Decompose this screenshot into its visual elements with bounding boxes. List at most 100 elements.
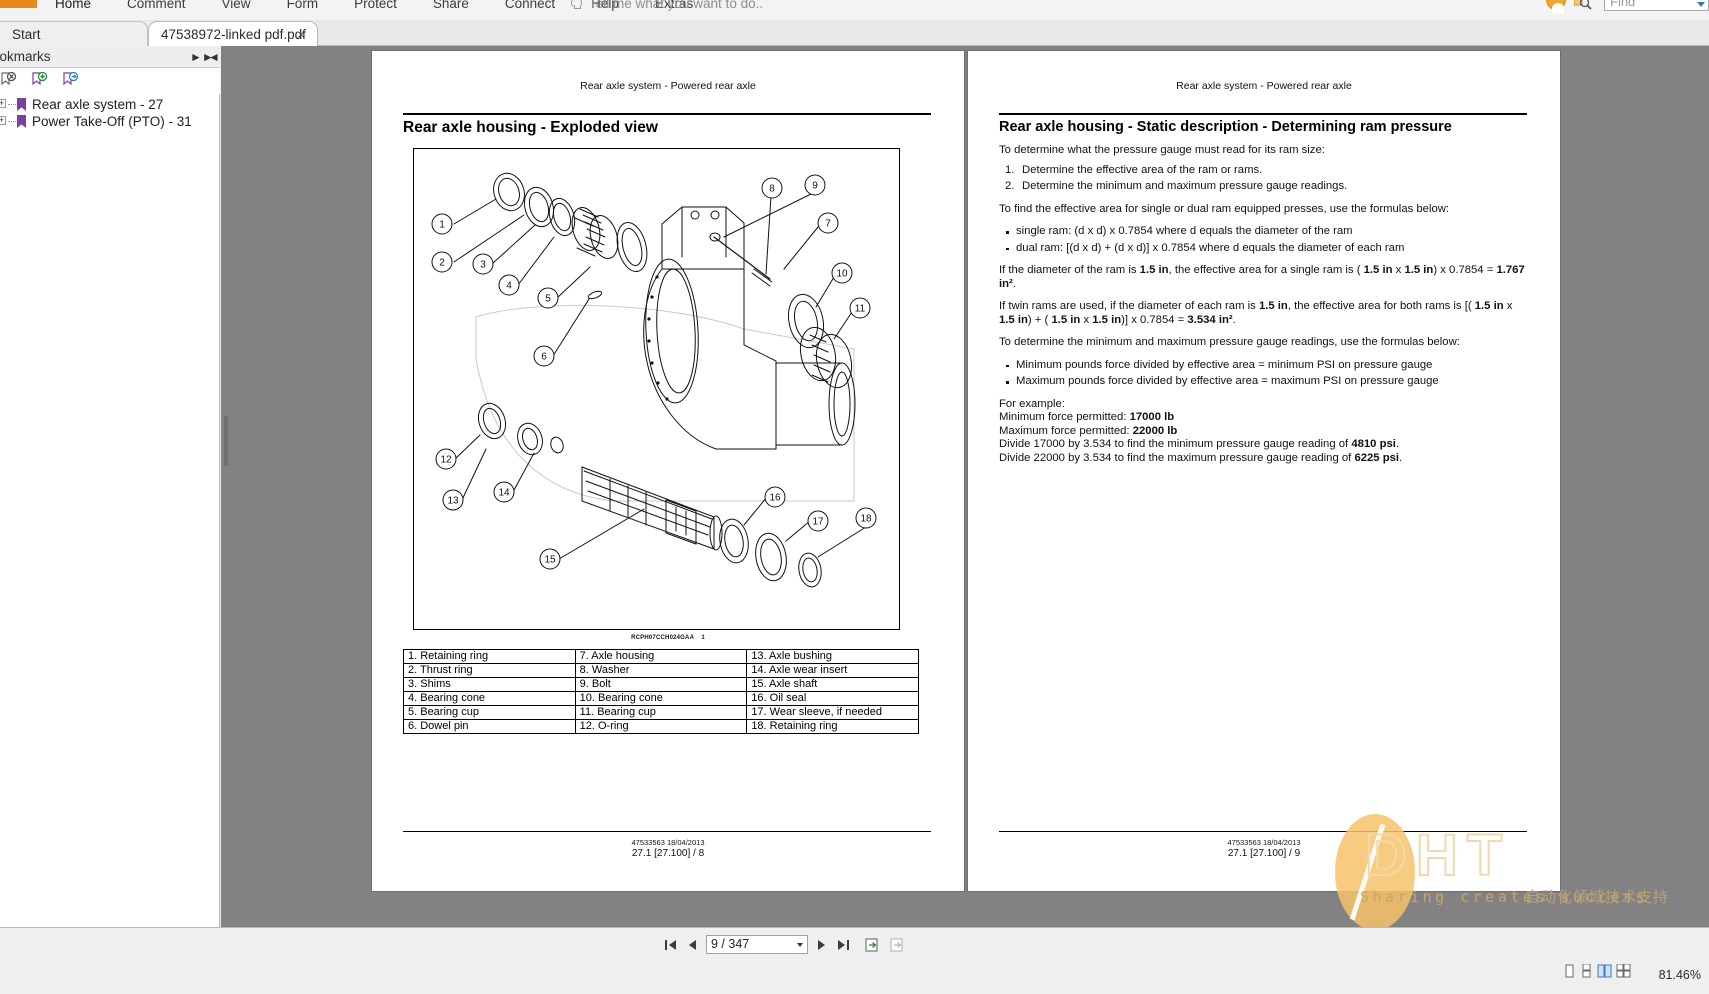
emphasis: 1.5 in xyxy=(1092,313,1122,326)
ribbon-tab-help[interactable]: Help xyxy=(591,0,619,11)
footer-section-left: 27.1 [27.100] / 8 xyxy=(631,848,705,859)
emphasis: 1.767 in² xyxy=(999,264,1525,290)
add-bookmark-icon[interactable] xyxy=(31,72,48,89)
continuous-view-icon[interactable] xyxy=(1580,964,1593,978)
bookmark-item[interactable]: + Power Take-Off (PTO) - 31 xyxy=(0,113,219,130)
page-header-left: Rear axle system - Powered rear axle xyxy=(580,80,756,92)
callout-number: 12 xyxy=(440,455,452,466)
line-value: 22000 lb xyxy=(1132,424,1178,437)
bullet-item: Maximum pounds force divided by effectiv… xyxy=(999,375,1527,389)
callout-number: 8 xyxy=(769,184,775,195)
previous-page-button[interactable] xyxy=(685,937,699,953)
bullet-item: dual ram: [(d x d) + (d x d)] x 0.7854 w… xyxy=(999,242,1527,256)
formula-bullet-list: single ram: (d x d) x 0.7854 where d equ… xyxy=(999,225,1527,255)
parts-cell: 14. Axle wear insert xyxy=(746,663,919,678)
parts-cell: 6. Dowel pin xyxy=(403,719,576,734)
text-run: x xyxy=(1392,264,1405,276)
text-run: . xyxy=(1012,277,1016,290)
ribbon-tab-protect[interactable]: Protect xyxy=(354,0,397,11)
bullet-item: Minimum pounds force divided by effectiv… xyxy=(999,359,1527,373)
callout-number: 6 xyxy=(541,352,547,363)
figure-callout: 11 xyxy=(849,297,871,319)
bookmarks-panel: ookmarks ►► ◄ xyxy=(0,46,220,927)
emphasis: 1.5 in xyxy=(1051,313,1081,326)
ribbon-tab-connect[interactable]: Connect xyxy=(504,0,556,11)
find-dropdown-icon[interactable] xyxy=(1697,2,1705,7)
collapse-panel-icon[interactable]: ►► xyxy=(190,50,214,64)
figure-callout: 13 xyxy=(442,489,464,511)
line-tail: . xyxy=(1399,451,1403,464)
footer-rule-right xyxy=(999,831,1527,832)
parts-cell: 9. Bolt xyxy=(574,677,748,692)
search-icon[interactable] xyxy=(1574,0,1592,10)
chevron-down-icon[interactable] xyxy=(797,943,803,947)
previous-view-button[interactable] xyxy=(865,937,883,953)
page-number-input[interactable]: 9 / 347 xyxy=(706,935,808,954)
next-page-button[interactable] xyxy=(815,937,829,953)
ribbon-tab-extras[interactable]: Extras xyxy=(654,0,694,11)
goto-bookmark-icon[interactable] xyxy=(62,72,79,89)
account-avatar[interactable] xyxy=(1546,0,1566,14)
tab-document[interactable]: 47538972-linked pdf.pdf × xyxy=(148,21,318,46)
facing-continuous-view-icon[interactable] xyxy=(1616,964,1631,978)
twin-ram-example: If twin rams are used, if the diameter o… xyxy=(999,300,1527,327)
text-run: , the effective area for a single ram is… xyxy=(1168,264,1364,276)
first-page-button[interactable] xyxy=(664,937,678,953)
gauge-intro: To determine the minimum and maximum pre… xyxy=(999,336,1460,348)
panel-resize-handle[interactable] xyxy=(224,416,228,466)
page-header-right: Rear axle system - Powered rear axle xyxy=(1176,80,1352,92)
delete-bookmark-icon[interactable] xyxy=(0,72,17,89)
figure-callout: 15 xyxy=(539,548,561,570)
parts-cell: 10. Bearing cone xyxy=(574,691,748,706)
facing-view-icon[interactable] xyxy=(1597,964,1612,978)
ribbon-tab-view[interactable]: View xyxy=(221,0,251,11)
bookmark-label: Rear axle system - 27 xyxy=(32,97,164,112)
bookmark-item[interactable]: + Rear axle system - 27 xyxy=(0,96,219,113)
expand-icon[interactable]: + xyxy=(0,99,6,108)
figure-callout: 12 xyxy=(435,448,457,470)
expand-icon[interactable]: + xyxy=(0,116,6,125)
single-page-view-icon[interactable] xyxy=(1563,964,1576,978)
numbered-item: 2.Determine the minimum and maximum pres… xyxy=(999,180,1527,194)
numbered-list: 1.Determine the effective area of the ra… xyxy=(999,164,1527,194)
ribbon-tab-form[interactable]: Form xyxy=(286,0,319,11)
callout-number: 1 xyxy=(439,220,445,231)
line-text: Divide 22000 by 3.534 to find the maximu… xyxy=(999,451,1355,464)
close-icon[interactable]: × xyxy=(297,27,305,42)
footer-doc-id-left: 47533563 18/04/2013 xyxy=(631,838,705,847)
formula-intro: To find the effective area for single or… xyxy=(999,202,1450,215)
footer-rule-left xyxy=(403,831,931,832)
tell-me-search[interactable]: Tell me what you want to do.. xyxy=(570,0,763,14)
figure-callout: 8 xyxy=(761,177,783,199)
callout-number: 17 xyxy=(812,517,824,528)
ribbon-tab-comment[interactable]: Comment xyxy=(127,0,186,11)
last-page-button[interactable] xyxy=(836,937,850,953)
ribbon-tab-share[interactable]: Share xyxy=(432,0,469,11)
app-menu-button[interactable] xyxy=(0,0,37,8)
parts-cell: 13. Axle bushing xyxy=(746,649,919,664)
example-line: Maximum force permitted: 22000 lb xyxy=(999,425,1527,439)
figure-callout: 17 xyxy=(807,510,829,532)
emphasis: 1.5 in xyxy=(1404,264,1434,276)
zoom-level-label[interactable]: 81.46% xyxy=(1658,968,1701,982)
ribbon-tab-home[interactable]: Home xyxy=(55,0,92,11)
page-left[interactable]: Rear axle system - Powered rear axle Rea… xyxy=(372,51,964,891)
page-title-left: Rear axle housing - Exploded view xyxy=(403,119,658,136)
callout-number: 13 xyxy=(447,496,459,507)
text-run: ) + ( xyxy=(1027,313,1052,326)
status-bar: 9 / 347 xyxy=(0,927,1709,994)
callout-number: 7 xyxy=(825,219,831,230)
text-run: x xyxy=(1503,300,1513,312)
bookmark-label: Power Take-Off (PTO) - 31 xyxy=(32,114,192,129)
parts-cell: 15. Axle shaft xyxy=(746,677,919,692)
find-input[interactable]: Find xyxy=(1604,0,1709,11)
document-viewer[interactable]: Rear axle system - Powered rear axle Rea… xyxy=(221,46,1709,927)
panel-back-icon[interactable]: ◄ xyxy=(208,50,220,64)
next-view-button[interactable] xyxy=(890,937,908,953)
gauge-bullet-list: Minimum pounds force divided by effectiv… xyxy=(999,359,1527,389)
tab-start[interactable]: Start xyxy=(0,21,148,46)
text-run: . xyxy=(1232,313,1236,326)
page-right[interactable]: Rear axle system - Powered rear axle Rea… xyxy=(968,51,1560,891)
